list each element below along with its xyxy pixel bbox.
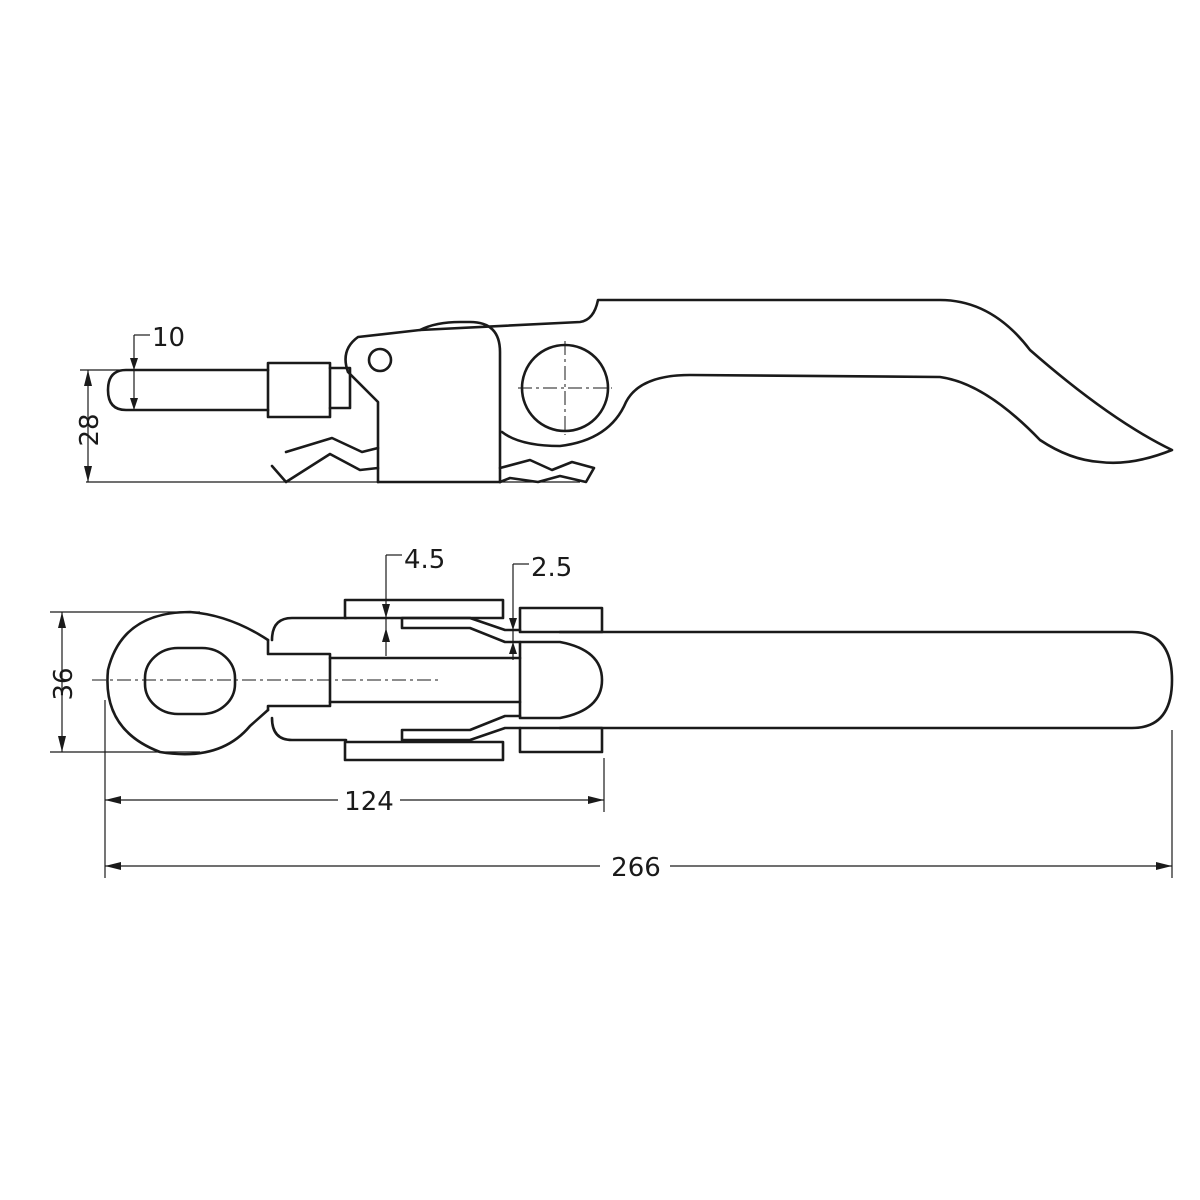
- side-view: 28 10: [75, 298, 1174, 484]
- dim-36-arrow-top: [58, 612, 66, 628]
- plate-top: [343, 598, 505, 620]
- dim-2-5-arrow-bottom: [509, 642, 517, 654]
- dim-124-label: 124: [344, 787, 394, 817]
- dim-28-arrow-bottom: [84, 466, 92, 482]
- dim-10-arrow-top: [130, 358, 138, 370]
- dim-266-arrow-right: [1156, 862, 1172, 870]
- dim-28-arrow-top: [84, 370, 92, 386]
- pivot-hole: [367, 347, 393, 373]
- dim-28-label: 28: [75, 413, 105, 446]
- overall-dimensions: 124 266: [104, 700, 1173, 883]
- plate-bottom: [343, 740, 505, 762]
- dim-2-5-arrow-top: [509, 618, 517, 630]
- dim-266-arrow-left: [105, 862, 121, 870]
- end-block-inner: [518, 640, 604, 720]
- dim-4-5-label: 4.5: [404, 545, 445, 575]
- dim-10-arrow-bottom: [130, 398, 138, 410]
- end-block-top: [518, 606, 604, 634]
- pin-holder: [328, 366, 352, 410]
- lever-handle: [418, 298, 1174, 465]
- eye-ring: [106, 610, 270, 756]
- end-block-bottom: [518, 726, 604, 754]
- spring-clip-right: [498, 458, 596, 484]
- handle-top-view: [558, 630, 1174, 730]
- dim-4-5-arrow-bottom: [382, 628, 390, 642]
- eye-shank: [266, 638, 332, 712]
- dim-124-arrow-left: [105, 796, 121, 804]
- plunger-pin: [106, 368, 270, 412]
- inner-rail-bottom: [400, 714, 522, 742]
- dim-10-label: 10: [152, 323, 185, 353]
- dim-124-arrow-right: [588, 796, 604, 804]
- dim-2-5-label: 2.5: [531, 553, 572, 583]
- spring-clip-left: [270, 436, 380, 484]
- inner-rail-top: [400, 616, 522, 644]
- dim-4-5-arrow-top: [382, 604, 390, 618]
- pin-collar: [266, 361, 332, 419]
- dim-36-arrow-bottom: [58, 736, 66, 752]
- dim-36-label: 36: [49, 667, 79, 700]
- eye-slot: [143, 646, 237, 716]
- dim-266-label: 266: [611, 853, 661, 883]
- clip-frame: [270, 616, 348, 742]
- top-view: 36 4.5 2.5: [49, 545, 1174, 762]
- latch-body: [344, 320, 502, 484]
